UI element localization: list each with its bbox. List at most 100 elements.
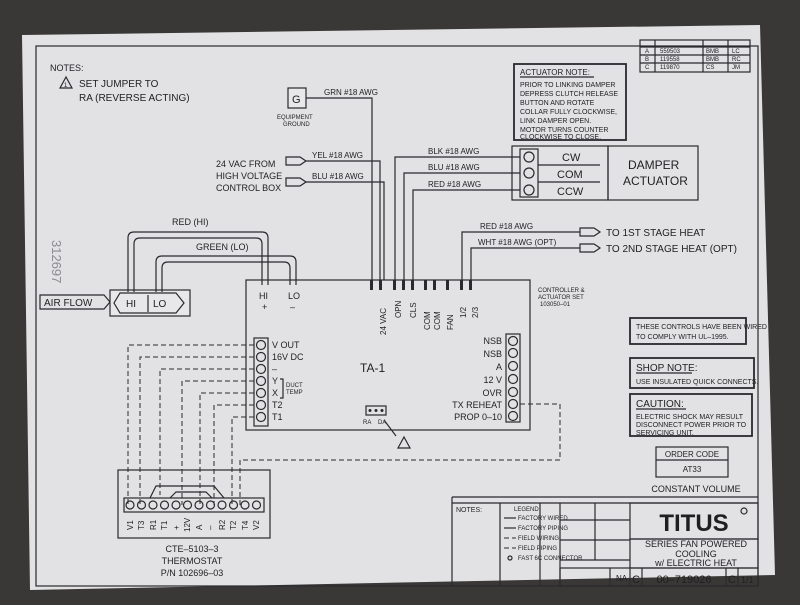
wht-heat-wire-label: WHT #18 AWG (OPT)	[478, 238, 557, 247]
terminal-screw-icon	[507, 398, 519, 410]
damper-terminal-com: COM	[557, 169, 583, 181]
red-damper-wire	[412, 189, 520, 280]
terminal-minus: –	[272, 364, 277, 374]
compliance-line-1: THESE CONTROLS HAVE BEEN WIRED	[636, 324, 767, 331]
rev-row-c-chk: JM	[732, 65, 740, 71]
legend-item: FIELD WIRING	[518, 536, 559, 542]
actuator-note-line: PRIOR TO LINKING DAMPER	[520, 82, 615, 89]
order-code-value: AT33	[683, 465, 702, 474]
terminal-screw-icon	[194, 500, 204, 510]
terminal-screw-icon	[217, 500, 227, 510]
terminal-24vac: 24 VAC	[379, 308, 388, 335]
tstat-terminal-a: A	[195, 524, 204, 530]
drawing-title-2: COOLING	[675, 549, 717, 559]
actuator-note-line: COLLAR FULLY CLOCKWISE,	[520, 109, 617, 116]
notes-heading: NOTES:	[50, 63, 84, 73]
terminal-screw-icon	[255, 339, 267, 351]
actuator-note-line: BUTTON AND ROTATE	[520, 100, 595, 107]
terminal-com-1: COM	[423, 311, 432, 330]
red-hi-tube-inner	[133, 237, 263, 292]
terminal-16v-dc: 16V DC	[272, 352, 304, 362]
actuator-note-line: LINK DAMPER OPEN.	[520, 118, 591, 125]
heat1-connector-icon	[579, 227, 602, 237]
thermostat: V1 T3 R1 T1 + 12V A – R2 T2 T4 V2 CTE–51…	[117, 469, 271, 578]
ground-wire-label: GRN #18 AWG	[324, 88, 378, 97]
note-line-1: SET JUMPER TO	[79, 79, 159, 90]
rev-row-a-by: BMB	[706, 49, 719, 55]
terminal-fan: FAN	[446, 314, 455, 330]
rev-row-b-letter: B	[645, 57, 649, 63]
terminal-nsb-2: NSB	[483, 349, 502, 359]
controller-set-2: ACTUATOR SET	[538, 295, 584, 301]
controller-lo-sign: –	[290, 302, 295, 312]
blu-connector-icon	[285, 177, 308, 187]
terminal-screw-icon	[205, 500, 216, 510]
ground-symbol: G	[292, 94, 301, 106]
controller-hi-port: HI	[259, 291, 268, 301]
compliance-note: THESE CONTROLS HAVE BEEN WIRED TO COMPLY…	[629, 317, 767, 345]
power-supply: 24 VAC FROM HIGH VOLTAGE CONTROL BOX YEL…	[216, 151, 385, 280]
equipment-ground: G EQUIPMENT GROUND GRN #18 AWG	[277, 87, 378, 280]
rev-row-b-by: BMB	[706, 57, 719, 63]
warning-triangle-icon	[396, 435, 412, 449]
actuator-note: ACTUATOR NOTE: PRIOR TO LINKING DAMPER D…	[513, 63, 627, 141]
rev-row-c-letter: C	[645, 65, 650, 71]
terminal-cls: CLS	[409, 302, 418, 318]
tstat-terminal-t3: T3	[137, 520, 146, 530]
terminal-screw-icon	[507, 347, 519, 359]
jumper-block	[365, 405, 387, 416]
terminal-nsb-1: NSB	[483, 336, 502, 346]
controller-set-1: CONTROLLER &	[538, 288, 585, 294]
rev-row-a-number: 559503	[660, 49, 681, 55]
terminal-x: X	[272, 388, 278, 398]
drawing-border	[35, 45, 759, 587]
legend-item: FACTORY PIPING	[518, 526, 568, 532]
caution-note: CAUTION: ELECTRIC SHOCK MAY RESULT DISCO…	[629, 393, 753, 437]
terminal-screw-icon	[240, 500, 250, 510]
actuator-note-heading: ACTUATOR NOTE:	[520, 68, 590, 77]
terminal-screw-icon	[228, 500, 239, 510]
duct-temp-label-2: TEMP	[286, 390, 303, 396]
handwritten-number: 312697	[49, 240, 64, 283]
terminal-opn: OPN	[394, 300, 403, 318]
controller-set-3: 103050–01	[540, 302, 571, 308]
red-damper-wire-label: RED #18 AWG	[428, 180, 481, 189]
terminal-screw-icon	[255, 411, 267, 423]
terminal-a: A	[496, 362, 502, 372]
legend-heading: LEGEND	[514, 507, 539, 513]
tstat-terminal-plus: +	[172, 525, 181, 530]
title-notes-label: NOTES:	[456, 507, 482, 514]
terminal-screw-icon	[507, 373, 519, 385]
thermostat-field-wiring	[127, 344, 561, 505]
damper-actuator: BLK #18 AWG BLU #18 AWG RED #18 AWG CW C…	[394, 145, 699, 280]
titus-logo: TITUS	[659, 510, 728, 537]
terminal-screw-icon	[507, 386, 519, 398]
rev-row-b-number: 119558	[660, 57, 680, 63]
terminal-1-2: 1/2	[459, 306, 468, 318]
drawing-title-3: w/ ELECTRIC HEAT	[654, 558, 737, 568]
warning-triangle-icon	[58, 75, 74, 89]
order-code-label: ORDER CODE	[665, 450, 719, 459]
supply-line-2: HIGH VOLTAGE	[216, 171, 282, 181]
legend-item: FIELD PIPING	[518, 546, 557, 552]
red-heat-wire	[461, 231, 580, 280]
sensor-lo-port: LO	[153, 299, 167, 310]
damper-title-1: DAMPER	[628, 158, 680, 172]
title-block: NOTES: LEGEND FACTORY WIRED FACTORY PIPI…	[451, 496, 759, 587]
order-code: ORDER CODE AT33 CONSTANT VOLUME	[651, 446, 741, 494]
heat2-connector-icon	[579, 243, 602, 253]
blu-damper-wire-label: BLU #18 AWG	[428, 163, 480, 172]
terminal-prop: PROP 0–10	[454, 412, 502, 422]
tstat-terminal-v2: V2	[252, 520, 261, 530]
terminal-screw-icon	[255, 363, 267, 375]
terminal-screw-icon	[159, 500, 170, 510]
shop-note: SHOP NOTE: USE INSULATED QUICK CONNECTS.	[629, 357, 758, 389]
terminal-screw-icon	[255, 351, 267, 363]
compliance-line-2: TO COMPLY WITH UL–1995.	[636, 334, 729, 341]
heat-outputs: RED #18 AWG WHT #18 AWG (OPT) TO 1ST STA…	[461, 222, 737, 280]
heat-dest-2: TO 2ND STAGE HEAT (OPT)	[606, 244, 737, 255]
blu-wire	[306, 181, 385, 280]
terminal-v-out: V OUT	[272, 340, 300, 350]
airflow-arrow-icon	[39, 294, 111, 310]
